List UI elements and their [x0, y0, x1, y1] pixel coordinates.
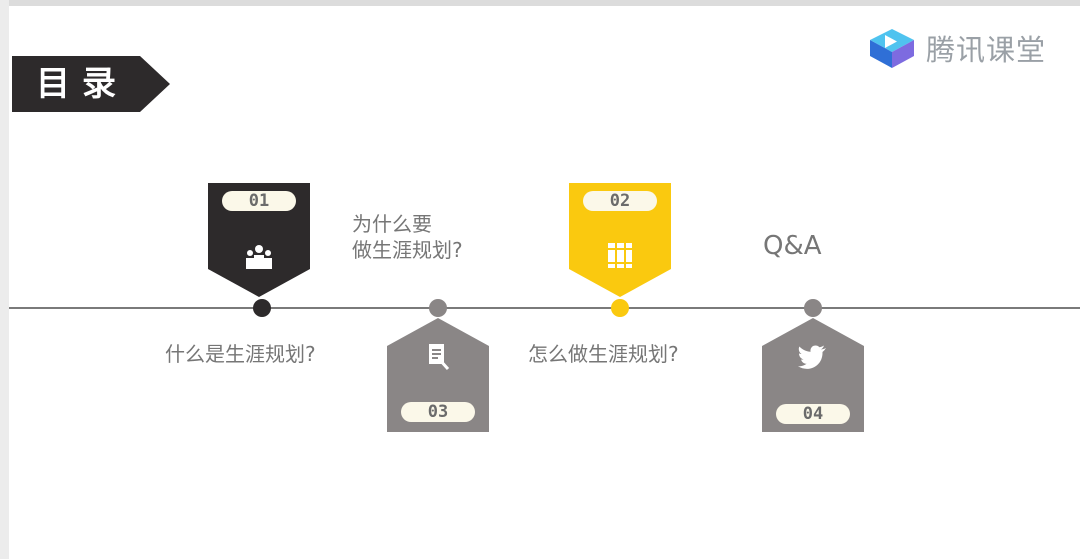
marker-04-shape: [762, 318, 864, 432]
timeline-dot-03: [429, 299, 447, 317]
marker-01-shape: [208, 183, 310, 297]
item-label-04: Q&A: [763, 231, 822, 261]
document-pencil-icon: [429, 344, 450, 371]
timeline-dot-04: [804, 299, 822, 317]
window-frame-left: [0, 0, 9, 559]
people-icon: [246, 245, 272, 269]
window-frame-top: [0, 0, 1080, 6]
timeline-dot-01: [253, 299, 271, 317]
marker-02: 02: [569, 183, 671, 297]
timeline-dot-02: [611, 299, 629, 317]
item-number-01: 01: [222, 191, 296, 211]
marker-01: 01: [208, 183, 310, 297]
page-title: 目录: [36, 64, 128, 104]
marker-02-shape: [569, 183, 671, 297]
books-icon: [608, 243, 632, 268]
title-banner: 目录: [12, 56, 170, 112]
timeline-line: [9, 307, 1080, 309]
item-label-02-line1: 为什么要: [352, 212, 432, 236]
marker-03: 03: [387, 318, 489, 432]
item-label-02-line2: 做生涯规划?: [352, 238, 463, 262]
item-number-02: 02: [583, 191, 657, 211]
marker-04: 04: [762, 318, 864, 432]
brand-logo: 腾讯课堂: [866, 26, 1046, 70]
item-number-03: 03: [401, 402, 475, 422]
brand-name: 腾讯课堂: [926, 33, 1047, 67]
twitter-bird-icon: [798, 345, 826, 369]
play-cube-icon: [870, 29, 914, 68]
item-number-04: 04: [776, 404, 850, 424]
item-label-03: 怎么做生涯规划?: [528, 342, 679, 366]
item-label-01: 什么是生涯规划?: [165, 342, 316, 366]
title-banner-shape: [12, 56, 170, 112]
